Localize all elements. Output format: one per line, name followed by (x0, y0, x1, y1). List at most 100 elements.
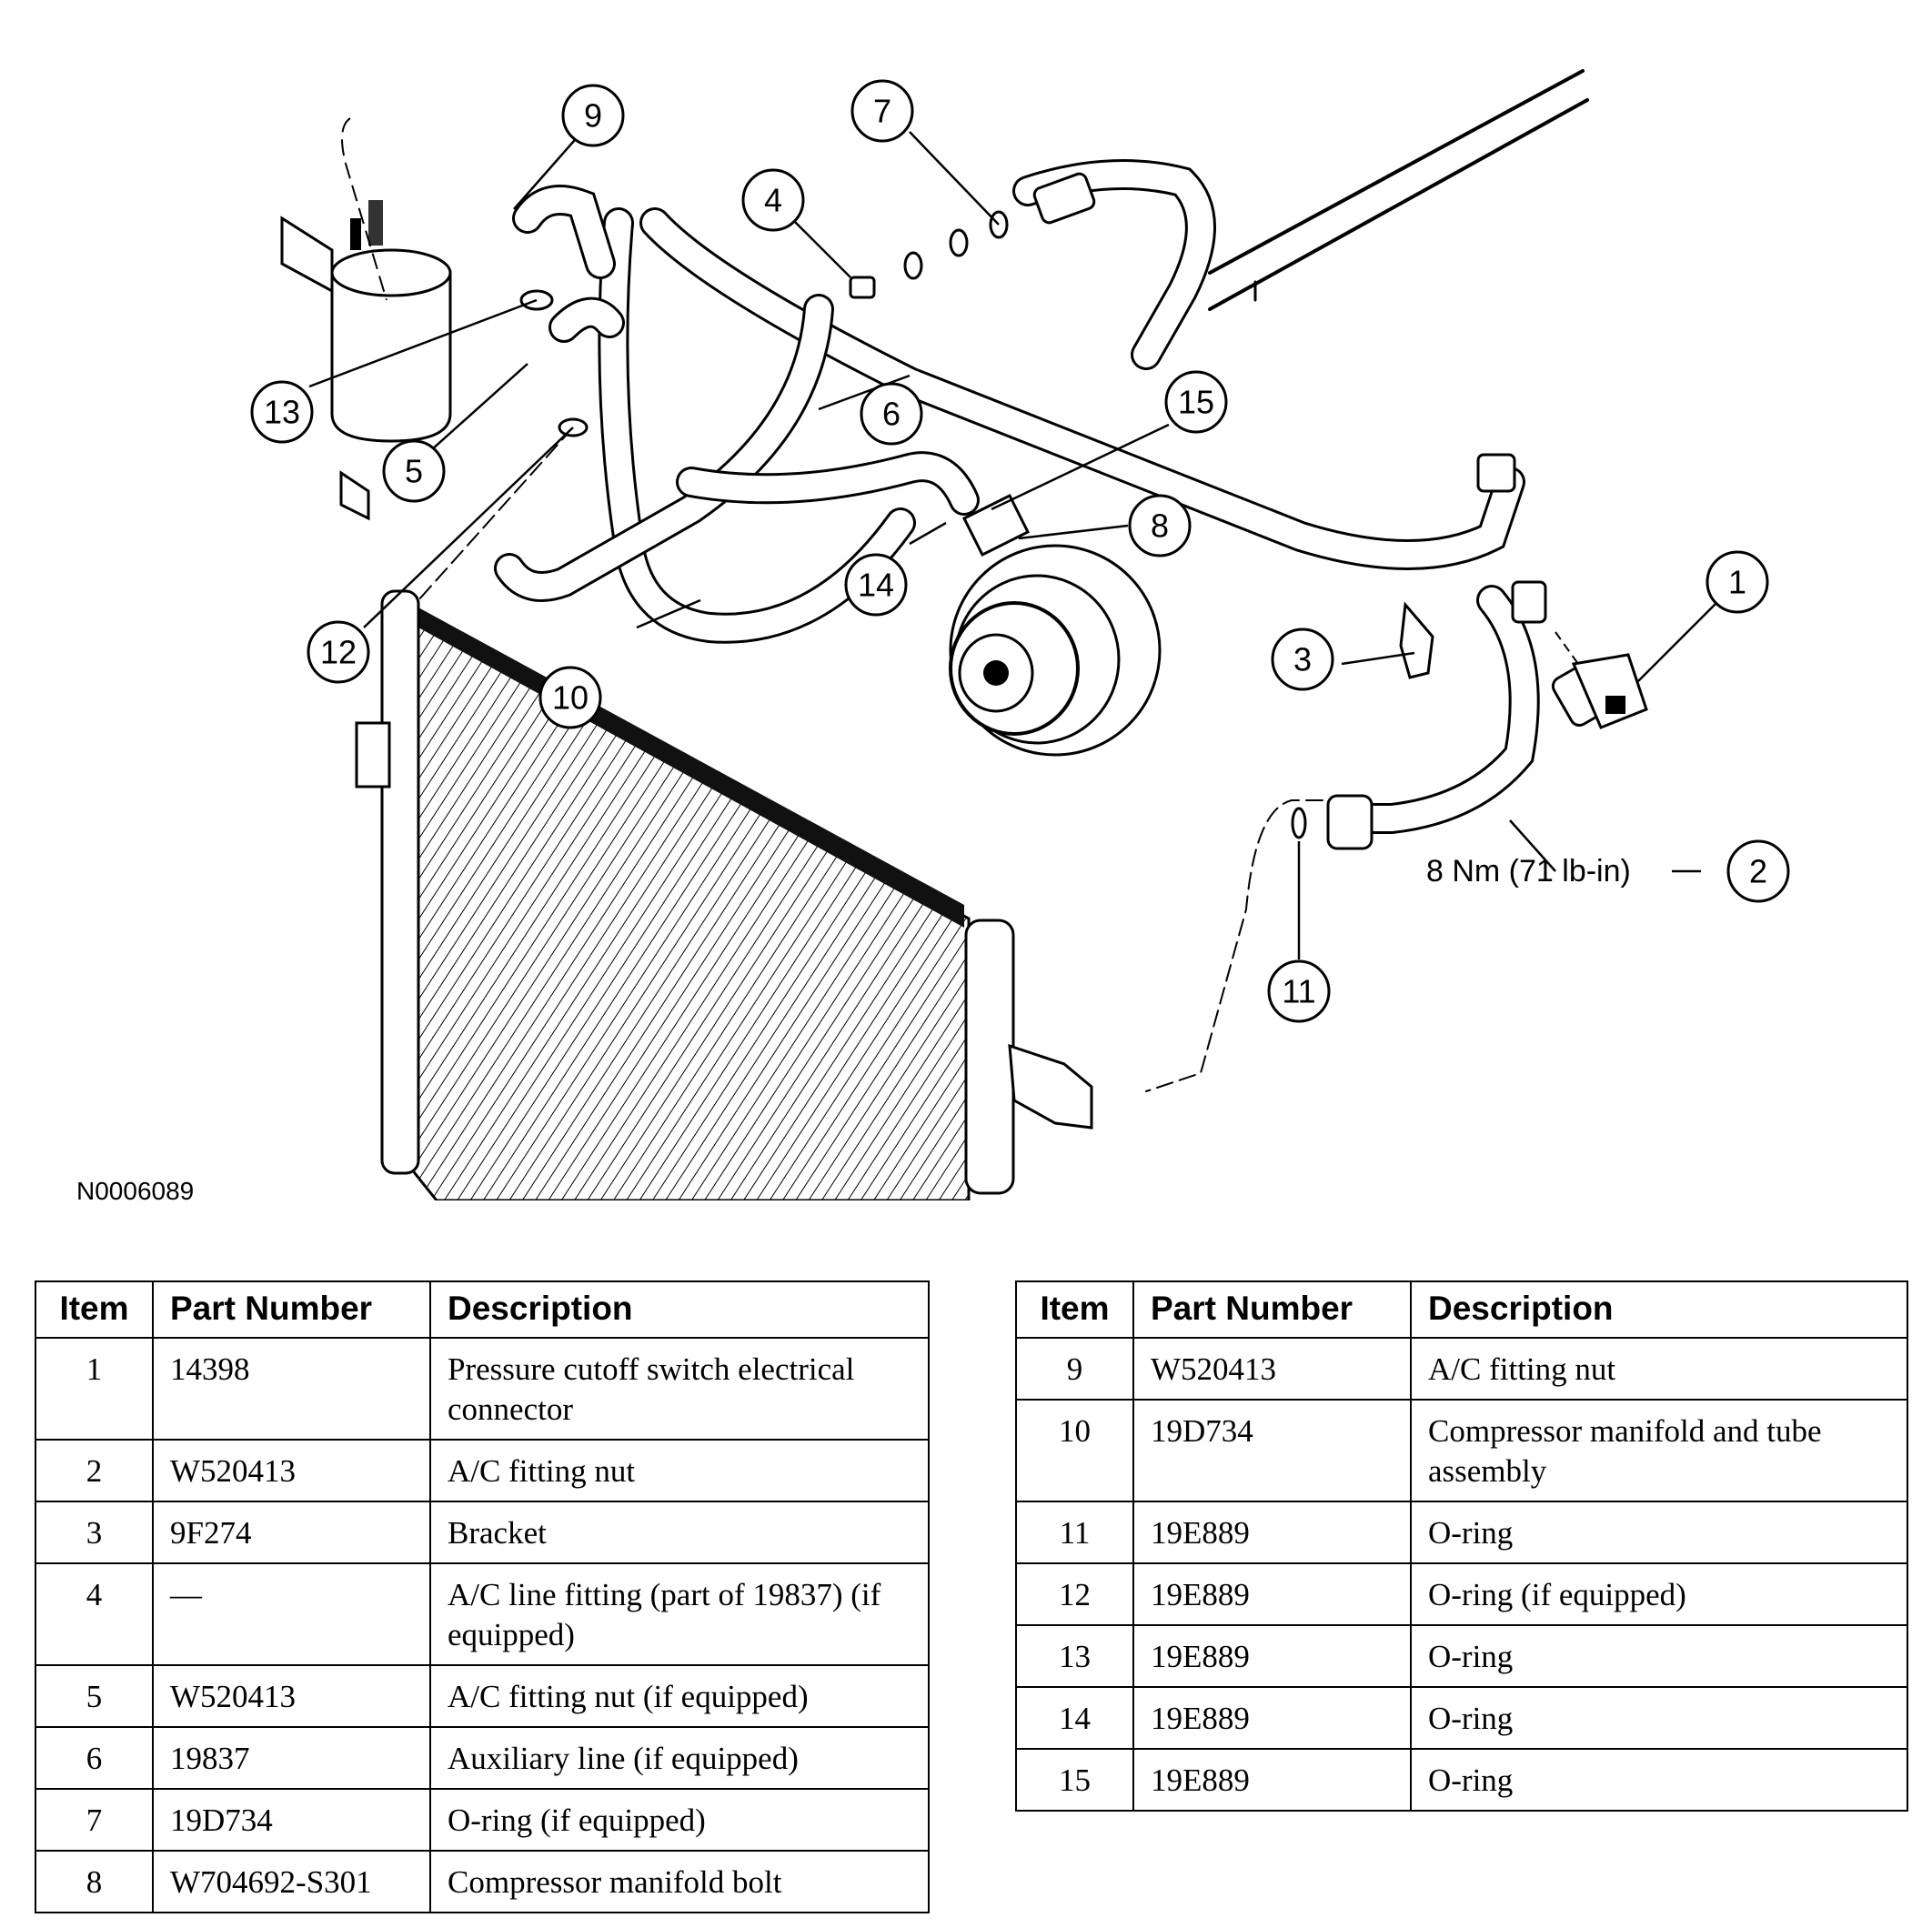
description-cell: Compressor manifold and tube assembly (1410, 1399, 1908, 1502)
table-row: 4—A/C line fitting (part of 19837) (if e… (35, 1562, 930, 1666)
description-cell: A/C fitting nut (if equipped) (429, 1664, 930, 1728)
callout-15: 15 (1164, 370, 1228, 434)
svg-text:2: 2 (1749, 853, 1767, 890)
svg-text:1: 1 (1728, 564, 1746, 601)
svg-text:11: 11 (1282, 973, 1315, 1010)
description-cell: Auxiliary line (if equipped) (429, 1726, 930, 1790)
part-number-cell: 19D734 (1132, 1399, 1412, 1502)
svg-text:15: 15 (1178, 384, 1214, 421)
description-cell: A/C line fitting (part of 19837) (if equ… (429, 1562, 930, 1666)
svg-text:12: 12 (320, 634, 357, 671)
part-number-cell: W520413 (152, 1439, 431, 1502)
part-number-cell: 19E889 (1132, 1562, 1412, 1626)
part-number-cell: W704692-S301 (152, 1850, 431, 1913)
torque-spec-label: 8 Nm (71 lb-in) (1426, 854, 1631, 889)
callout-3: 3 (1271, 628, 1334, 691)
callout-10: 10 (538, 666, 602, 729)
svg-text:9: 9 (584, 97, 602, 135)
svg-text:13: 13 (264, 394, 300, 431)
callout-4: 4 (741, 168, 805, 232)
part-number-cell: 19E889 (1132, 1686, 1412, 1750)
ac-system-exploded-diagram: 1 2 3 4 5 6 7 8 9 10 11 12 13 14 15 8 Nm… (250, 69, 1790, 1200)
description-cell: O-ring (1410, 1686, 1908, 1750)
item-cell: 7 (35, 1788, 154, 1852)
table-header-row: Item Part Number Description (1015, 1280, 1908, 1339)
table-header-row: Item Part Number Description (35, 1280, 930, 1339)
description-cell: Pressure cutoff switch electrical connec… (429, 1337, 930, 1441)
item-cell: 14 (1015, 1686, 1134, 1750)
header-item: Item (1015, 1280, 1134, 1339)
item-cell: 8 (35, 1850, 154, 1913)
callout-12: 12 (307, 620, 370, 684)
svg-text:3: 3 (1293, 641, 1312, 678)
svg-text:5: 5 (405, 453, 423, 490)
description-cell: A/C fitting nut (429, 1439, 930, 1502)
description-cell: O-ring (1410, 1624, 1908, 1688)
part-number-cell: 19E889 (1132, 1748, 1412, 1812)
part-number-cell: 19D734 (152, 1788, 431, 1852)
part-number-cell: 9F274 (152, 1501, 431, 1564)
item-cell: 9 (1015, 1337, 1134, 1401)
part-number-cell: 19E889 (1132, 1624, 1412, 1688)
item-cell: 1 (35, 1337, 154, 1441)
item-cell: 5 (35, 1664, 154, 1728)
svg-text:10: 10 (552, 679, 589, 717)
header-description: Description (1410, 1280, 1908, 1339)
figure-id: N0006089 (76, 1177, 195, 1205)
callout-8: 8 (1128, 494, 1192, 557)
svg-text:7: 7 (873, 93, 891, 130)
header-part-number: Part Number (152, 1280, 431, 1339)
description-cell: Compressor manifold bolt (429, 1850, 930, 1913)
callout-11: 11 (1267, 959, 1331, 1023)
svg-text:14: 14 (858, 567, 894, 604)
callout-1: 1 (1706, 550, 1769, 614)
description-cell: O-ring (if equipped) (429, 1788, 930, 1852)
callout-5: 5 (382, 439, 446, 503)
part-number-cell: 14398 (152, 1337, 431, 1441)
item-cell: 3 (35, 1501, 154, 1564)
header-description: Description (429, 1280, 930, 1339)
compressor (949, 493, 1162, 757)
part-number-cell: — (152, 1562, 431, 1666)
description-cell: Bracket (429, 1501, 930, 1564)
description-cell: A/C fitting nut (1410, 1337, 1908, 1401)
part-number-cell: 19E889 (1132, 1501, 1412, 1564)
pressure-switch-connector (1555, 631, 1648, 729)
svg-text:8: 8 (1151, 507, 1169, 545)
item-cell: 12 (1015, 1562, 1134, 1626)
svg-text:4: 4 (764, 182, 782, 219)
item-cell: 10 (1015, 1399, 1134, 1502)
callout-14: 14 (844, 553, 908, 617)
item-cell: 6 (35, 1726, 154, 1790)
part-number-cell: W520413 (1132, 1337, 1412, 1401)
item-cell: 2 (35, 1439, 154, 1502)
callout-2: 2 (1726, 839, 1790, 903)
header-part-number: Part Number (1132, 1280, 1412, 1339)
part-number-cell: 19837 (152, 1726, 431, 1790)
item-cell: 11 (1015, 1501, 1134, 1564)
callout-bubbles: 1 2 3 4 5 6 7 8 9 10 11 12 13 14 15 (250, 79, 1790, 1023)
receiver-drier (280, 117, 452, 521)
callout-13: 13 (250, 380, 314, 444)
ac-lines (418, 69, 1589, 1092)
item-cell: 13 (1015, 1624, 1134, 1688)
description-cell: O-ring (1410, 1748, 1908, 1812)
description-cell: O-ring (if equipped) (1410, 1562, 1908, 1626)
description-cell: O-ring (1410, 1501, 1908, 1564)
